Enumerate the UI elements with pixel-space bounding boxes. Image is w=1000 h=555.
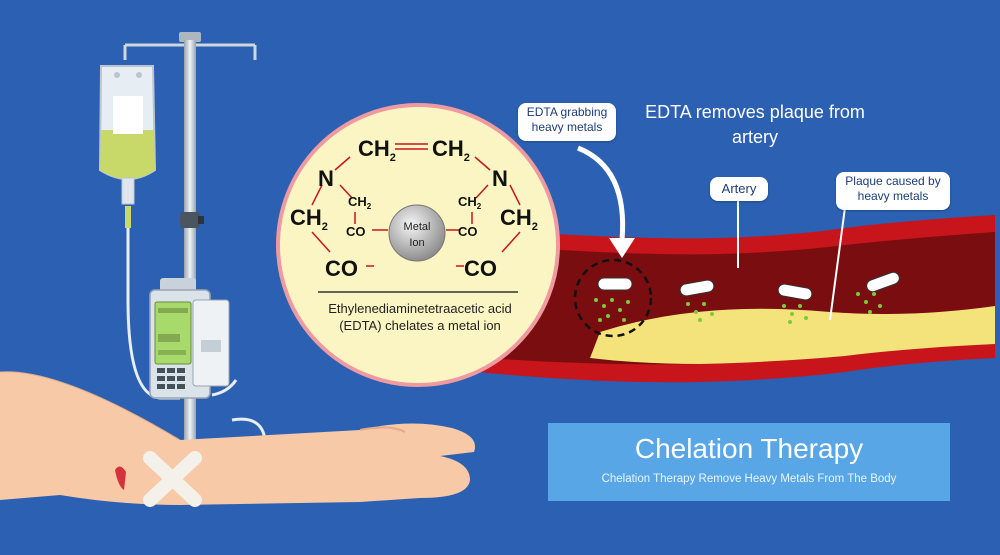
- edta-arrow-head: [609, 238, 635, 258]
- metal-ion: [388, 204, 446, 262]
- atom-ch2-right: CH2: [500, 205, 538, 233]
- callout-plaque: Plaque caused by heavy metals: [836, 172, 950, 210]
- atom-ch2-inner-left: CH2: [348, 194, 372, 211]
- edta-structure: CH2 CH2 N N CH2 CH2 CH2 CH2 CO CO CO CO: [290, 136, 538, 281]
- callout-edta-grabbing: EDTA grabbing heavy metals: [518, 103, 616, 141]
- edta-arrow: [577, 145, 626, 241]
- metal-ion-label: Metal Ion: [404, 221, 431, 249]
- atom-co-left: CO: [325, 256, 358, 281]
- atom-ch2-top-left: CH2: [358, 136, 396, 164]
- patient-arm: [0, 371, 476, 507]
- atom-co-inner-right: CO: [458, 224, 478, 239]
- atom-n-left: N: [318, 166, 334, 191]
- artery: [478, 199, 995, 383]
- metal-ion-label-line2: Ion: [409, 237, 424, 249]
- edta-caption: Ethylenediaminetetraacetic acid (EDTA) c…: [328, 301, 512, 333]
- edta-molecule-1: [594, 277, 633, 322]
- edta-molecule-2: [679, 279, 715, 322]
- atom-ch2-inner-right: CH2: [458, 194, 482, 211]
- edta-molecule-4: [856, 271, 900, 314]
- infusion-pump: [149, 278, 230, 399]
- metal-ion-label-line1: Metal: [404, 221, 431, 233]
- page-subtitle: Chelation Therapy Remove Heavy Metals Fr…: [601, 473, 897, 485]
- atom-ch2-left: CH2: [290, 205, 328, 233]
- atom-co-right: CO: [464, 256, 497, 281]
- edta-molecule-3: [777, 283, 813, 324]
- title-box: Chelation Therapy Chelation Therapy Remo…: [548, 423, 950, 501]
- iv-bag: [98, 65, 157, 228]
- plaque-removal-heading: EDTA removes plaque from artery: [645, 102, 865, 147]
- callout-artery: Artery: [710, 177, 768, 201]
- atom-n-right: N: [492, 166, 508, 191]
- page-title: Chelation Therapy: [634, 433, 864, 464]
- magnifier-lens: [276, 103, 560, 387]
- edta-highlight-ring: [573, 258, 653, 338]
- atom-co-inner-left: CO: [346, 224, 366, 239]
- atom-ch2-top-right: CH2: [432, 136, 470, 164]
